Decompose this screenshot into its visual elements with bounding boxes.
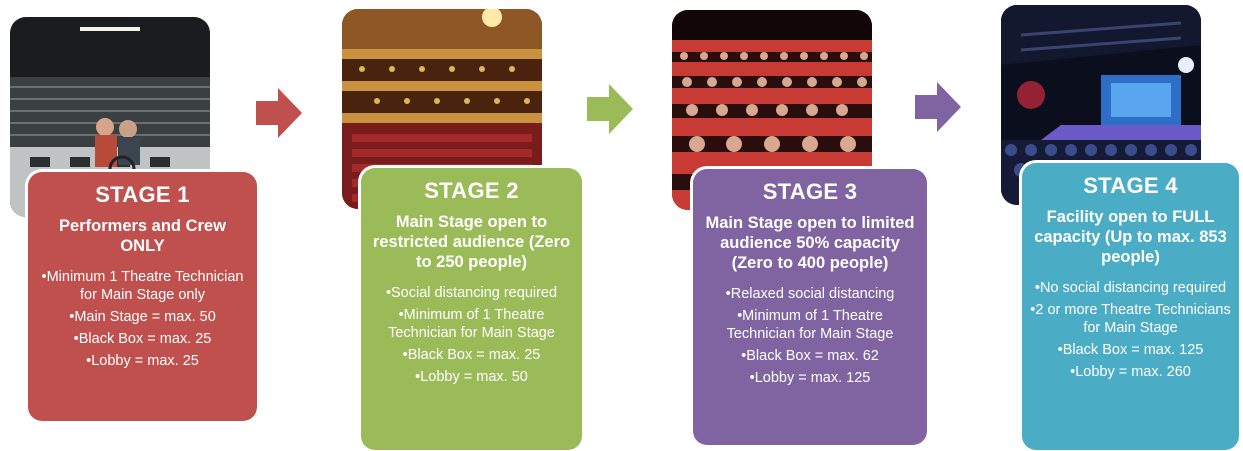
stage-2-card: STAGE 2 Main Stage open to restricted au…	[361, 168, 582, 450]
stage-4-item: Black Box = max. 125	[1030, 341, 1231, 359]
stage-4-card: STAGE 4 Facility open to FULL capacity (…	[1022, 163, 1239, 450]
stage-2-item: Social distancing required	[369, 284, 574, 302]
stage-3-list: Relaxed social distancing Minimum of 1 T…	[701, 285, 919, 387]
stage-2-item: Black Box = max. 25	[369, 346, 574, 364]
stage-2-item: Minimum of 1 Theatre Technician for Main…	[369, 306, 574, 342]
stage-3-item: Lobby = max. 125	[701, 369, 919, 387]
stage-1-item: Main Stage = max. 50	[36, 308, 249, 326]
stage-1-title: STAGE 1	[95, 182, 190, 207]
stage-2-title: STAGE 2	[424, 178, 519, 203]
arrow-right-icon	[256, 88, 302, 138]
stage-4-item: Lobby = max. 260	[1030, 363, 1231, 381]
stage-1-subtitle: Performers and Crew ONLY	[59, 217, 226, 255]
stage-1-item: Black Box = max. 25	[36, 330, 249, 348]
stage-2-item: Lobby = max. 50	[369, 368, 574, 386]
stage-4-item: 2 or more Theatre Technicians for Main S…	[1030, 301, 1231, 337]
arrow-1-shape	[256, 88, 302, 138]
stage-1-card: STAGE 1 Performers and Crew ONLY Minimum…	[28, 172, 257, 421]
stage-1-list: Minimum 1 Theatre Technician for Main St…	[36, 268, 249, 370]
arrow-right-icon	[915, 82, 961, 132]
arrow-2-shape	[587, 84, 633, 134]
stage-1-item: Minimum 1 Theatre Technician for Main St…	[36, 268, 249, 304]
stage-1-item: Lobby = max. 25	[36, 352, 249, 370]
stage-4-title: STAGE 4	[1083, 173, 1178, 198]
stage-3-card: STAGE 3 Main Stage open to limited audie…	[693, 169, 927, 445]
stage-3-item: Black Box = max. 62	[701, 347, 919, 365]
stage-2-subtitle: Main Stage open to restricted audience (…	[372, 213, 571, 271]
arrow-3-shape	[915, 82, 961, 132]
stage-3-item: Relaxed social distancing	[701, 285, 919, 303]
arrow-right-icon	[587, 84, 633, 134]
stage-4-list: No social distancing required 2 or more …	[1030, 279, 1231, 381]
stage-4-subtitle: Facility open to FULL capacity (Up to ma…	[1034, 208, 1227, 266]
stage-4-item: No social distancing required	[1030, 279, 1231, 297]
stage-3-title: STAGE 3	[762, 179, 858, 204]
stage-2-list: Social distancing required Minimum of 1 …	[369, 284, 574, 386]
stage-3-subtitle: Main Stage open to limited audience 50% …	[705, 214, 915, 272]
stage-3-item: Minimum of 1 Theatre Technician for Main…	[701, 307, 919, 343]
